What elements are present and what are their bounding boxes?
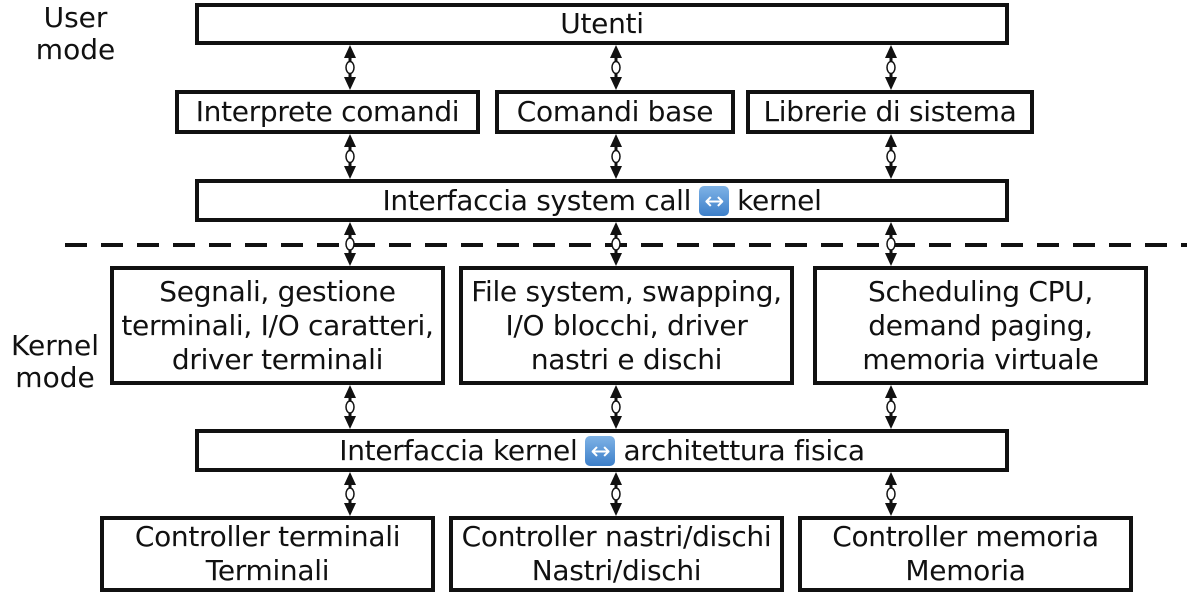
- storage-subsystem-line-2: I/O blocchi, driver: [505, 308, 748, 342]
- syscall-interface-right-label: kernel: [737, 183, 822, 217]
- memory-controller-box: Controller memoria Memoria: [798, 516, 1133, 592]
- hardware-interface-left-label: Interfaccia kernel: [339, 433, 578, 467]
- terminal-controller-line-1: Controller terminali: [134, 520, 401, 553]
- memory-controller-line-1: Controller memoria: [832, 520, 1099, 553]
- terminal-subsystem-line-1: Segnali, gestione: [159, 274, 396, 308]
- bidirectional-arrow-1-1: [610, 134, 622, 179]
- user-mode-line-2: mode: [35, 33, 116, 66]
- user-mode-line-1: User: [43, 1, 108, 34]
- terminal-subsystem-line-3: driver terminali: [171, 342, 384, 376]
- bidirectional-arrow-3-1: [610, 385, 622, 429]
- memory-subsystem-box: Scheduling CPU, demand paging, memoria v…: [813, 266, 1148, 385]
- command-interpreter-label: Interprete comandi: [195, 95, 460, 128]
- kernel-mode-line-1: Kernel: [11, 329, 99, 362]
- terminal-controller-line-2: Terminali: [205, 554, 330, 587]
- disk-controller-line-2: Nastri/dischi: [531, 554, 702, 587]
- bidirectional-arrow-4-2: [885, 472, 897, 516]
- terminal-subsystem-box: Segnali, gestione terminali, I/O caratte…: [110, 266, 445, 385]
- hardware-interface-box: Interfaccia kernel ↔ architettura fisica: [195, 429, 1009, 472]
- bidirectional-arrow-4-0: [344, 472, 356, 516]
- command-interpreter-box: Interprete comandi: [175, 90, 480, 134]
- bidirectional-arrow-4-1: [610, 472, 622, 516]
- left-right-arrow-icon: ↔: [585, 435, 616, 466]
- kernel-mode-label: Kernel mode: [4, 330, 106, 394]
- kernel-mode-line-2: mode: [15, 361, 95, 394]
- terminal-controller-box: Controller terminali Terminali: [100, 516, 435, 592]
- system-libraries-label: Librerie di sistema: [763, 95, 1017, 128]
- terminal-subsystem-line-2: terminali, I/O caratteri,: [121, 308, 434, 342]
- bidirectional-arrow-1-2: [885, 134, 897, 179]
- syscall-interface-left-label: Interfaccia system call: [382, 183, 692, 217]
- bidirectional-arrow-0-2: [885, 45, 897, 90]
- memory-subsystem-line-2: demand paging,: [868, 308, 1093, 342]
- memory-subsystem-line-1: Scheduling CPU,: [868, 274, 1093, 308]
- syscall-interface-box: Interfaccia system call ↔ kernel: [195, 179, 1009, 222]
- storage-subsystem-line-1: File system, swapping,: [471, 274, 782, 308]
- storage-subsystem-line-3: nastri e dischi: [530, 342, 723, 376]
- users-box: Utenti: [195, 3, 1009, 45]
- bidirectional-arrow-0-1: [610, 45, 622, 90]
- base-commands-box: Comandi base: [495, 90, 735, 134]
- base-commands-label: Comandi base: [516, 95, 714, 128]
- users-label: Utenti: [560, 7, 644, 40]
- memory-subsystem-line-3: memoria virtuale: [862, 342, 1099, 376]
- bidirectional-arrow-1-0: [344, 134, 356, 179]
- disk-controller-box: Controller nastri/dischi Nastri/dischi: [449, 516, 784, 592]
- hardware-interface-right-label: architettura fisica: [623, 433, 865, 467]
- bidirectional-arrow-3-0: [344, 385, 356, 429]
- bidirectional-arrow-2-1: [610, 222, 622, 266]
- bidirectional-arrow-0-0: [344, 45, 356, 90]
- system-libraries-box: Librerie di sistema: [746, 90, 1034, 134]
- memory-controller-line-2: Memoria: [905, 554, 1026, 587]
- storage-subsystem-box: File system, swapping, I/O blocchi, driv…: [459, 266, 794, 385]
- bidirectional-arrow-3-2: [885, 385, 897, 429]
- user-mode-label: User mode: [28, 2, 123, 66]
- left-right-arrow-icon: ↔: [699, 185, 730, 216]
- bidirectional-arrow-2-2: [885, 222, 897, 266]
- bidirectional-arrow-2-0: [344, 222, 356, 266]
- disk-controller-line-1: Controller nastri/dischi: [461, 520, 772, 553]
